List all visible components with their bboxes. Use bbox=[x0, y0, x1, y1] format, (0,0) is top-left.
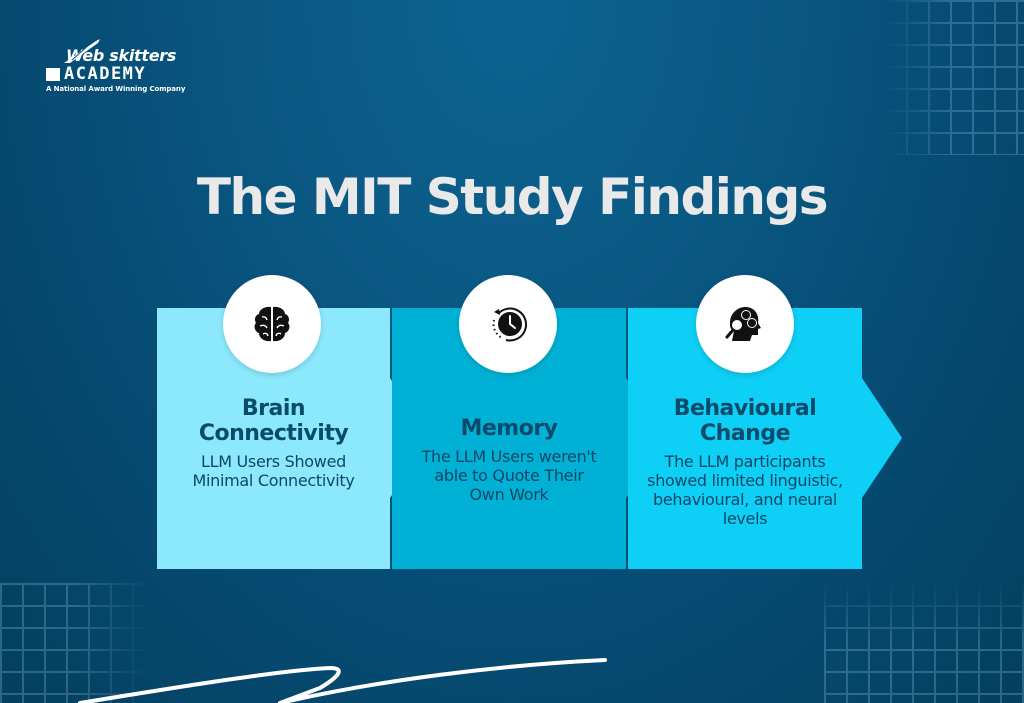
clock-history-icon bbox=[492, 307, 528, 342]
icon-badge-behaviour bbox=[696, 275, 794, 373]
finding-heading: Change bbox=[700, 421, 790, 446]
finding-description: The LLM Users weren't able to Quote Thei… bbox=[421, 447, 597, 504]
decorative-grid-bottom-right bbox=[824, 583, 1024, 703]
page-title: The MIT Study Findings bbox=[196, 168, 829, 226]
head-emotions-magnifier-icon bbox=[725, 307, 761, 341]
decorative-grid-bottom-left bbox=[0, 583, 150, 703]
icon-badge-memory bbox=[459, 275, 557, 373]
finding-description: LLM Users Showed Minimal Connectivity bbox=[192, 452, 355, 490]
finding-heading: Behavioural bbox=[673, 396, 817, 421]
rocket-icon bbox=[64, 39, 100, 63]
finding-heading: Brain bbox=[241, 396, 306, 421]
finding-description: The LLM participants showed limited ling… bbox=[647, 452, 843, 528]
brand-name: Web skitters bbox=[66, 46, 177, 65]
brand-logo: Web skitters ACADEMY A National Award Wi… bbox=[46, 39, 186, 93]
academy-cap-icon bbox=[46, 67, 60, 81]
brand-academy: ACADEMY bbox=[64, 64, 147, 84]
arrow-connector bbox=[862, 378, 902, 498]
decorative-squiggle bbox=[78, 658, 607, 703]
brand-tagline: A National Award Winning Company bbox=[46, 85, 186, 93]
finding-heading: Connectivity bbox=[198, 421, 349, 446]
icon-badge-brain bbox=[223, 275, 321, 373]
brain-icon bbox=[254, 306, 290, 342]
finding-memory: Memory The LLM Users weren't able to Quo… bbox=[392, 416, 626, 504]
finding-heading: Memory bbox=[460, 416, 558, 441]
decorative-grid-top-right bbox=[884, 0, 1024, 155]
